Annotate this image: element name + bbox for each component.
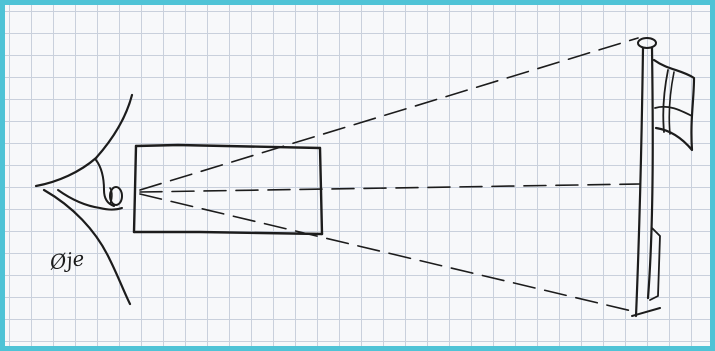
flag-drawing: [654, 60, 694, 150]
flagpole-left-edge: [636, 48, 643, 316]
flag-cross-vertical-inner: [669, 72, 674, 134]
flag-cross-horizontal: [655, 107, 692, 116]
eye-label: Øje: [47, 246, 85, 275]
flagpole-drawing: [632, 38, 660, 316]
tube-left-edge: [134, 146, 136, 232]
flagpole-right-edge: [648, 48, 653, 298]
flag-cross-vertical: [663, 70, 668, 132]
sight-line-upper: [140, 38, 638, 190]
sight-line-middle: [140, 184, 640, 192]
sight-line-lower: [140, 194, 636, 312]
face-outline-lower: [44, 190, 130, 304]
tube-drawing: [134, 145, 322, 234]
tube-right-edge: [320, 148, 322, 234]
sight-lines: [140, 38, 640, 312]
flagpole-knob-icon: [638, 38, 656, 48]
tube-top-edge: [136, 145, 320, 148]
tube-bottom-edge: [134, 232, 322, 234]
face-outline-upper: [36, 95, 132, 186]
